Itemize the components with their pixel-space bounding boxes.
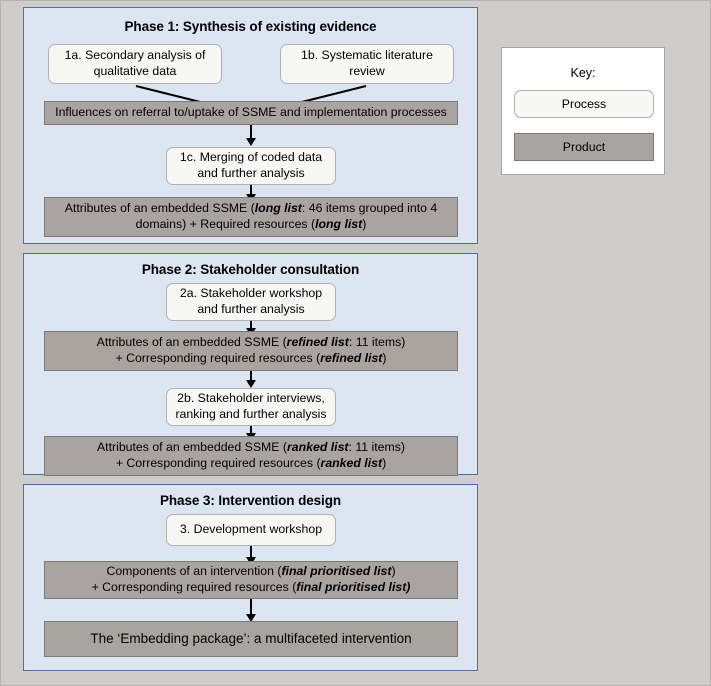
arrow-2a-to-refined bbox=[250, 321, 252, 331]
phase-3-title: Phase 3: Intervention design bbox=[160, 493, 341, 508]
arrow-refined-to-2b bbox=[250, 371, 252, 383]
arrow-refined-to-2b-head-icon bbox=[246, 380, 256, 388]
node-attributes-refined-list-product[interactable]: Attributes of an embedded SSME (refined … bbox=[44, 331, 458, 371]
arrow-influences-to-1c-head-icon bbox=[246, 138, 256, 146]
key-legend-box: Key: Process Product bbox=[501, 47, 665, 175]
key-swatch-process: Process bbox=[514, 90, 654, 118]
node-attributes-ranked-list-label: Attributes of an embedded SSME (ranked l… bbox=[96, 440, 406, 470]
arrow-1c-to-attributes bbox=[250, 185, 252, 197]
node-2a-label: 2a. Stakeholder workshop and further ana… bbox=[179, 286, 323, 316]
arrow-3-to-components bbox=[250, 546, 252, 560]
node-1b-label: 1b. Systematic literature review bbox=[301, 48, 433, 78]
node-3-development-workshop[interactable]: 3. Development workshop bbox=[166, 514, 336, 546]
phase-1-container: Phase 1: Synthesis of existing evidence … bbox=[23, 7, 478, 244]
node-attributes-long-list-label: Attributes of an embedded SSME (long lis… bbox=[64, 201, 438, 231]
arrow-components-to-package bbox=[250, 599, 252, 617]
key-swatch-product: Product bbox=[514, 133, 654, 161]
node-embedding-package-product[interactable]: The ‘Embedding package’: a multifaceted … bbox=[44, 621, 458, 657]
node-2b-label: 2b. Stakeholder interviews, ranking and … bbox=[175, 391, 327, 421]
node-1a-secondary-analysis[interactable]: 1a. Secondary analysis of qualitative da… bbox=[48, 44, 222, 84]
arrow-components-to-package-head-icon bbox=[246, 614, 256, 622]
key-swatch-product-label: Product bbox=[562, 140, 606, 154]
node-2b-stakeholder-interviews[interactable]: 2b. Stakeholder interviews, ranking and … bbox=[166, 388, 336, 426]
key-title: Key: bbox=[570, 66, 596, 80]
node-3-label: 3. Development workshop bbox=[179, 522, 323, 537]
phase-1-title: Phase 1: Synthesis of existing evidence bbox=[124, 19, 377, 34]
node-influences-product[interactable]: Influences on referral to/uptake of SSME… bbox=[44, 101, 458, 125]
node-1a-label: 1a. Secondary analysis of qualitative da… bbox=[64, 48, 206, 78]
node-1c-merging[interactable]: 1c. Merging of coded data and further an… bbox=[166, 147, 336, 185]
node-2a-stakeholder-workshop[interactable]: 2a. Stakeholder workshop and further ana… bbox=[166, 283, 336, 321]
phase-3-container: Phase 3: Intervention design 3. Developm… bbox=[23, 484, 478, 671]
arrow-2b-to-ranked bbox=[250, 426, 252, 436]
phase-2-title: Phase 2: Stakeholder consultation bbox=[141, 262, 360, 277]
phase-2-container: Phase 2: Stakeholder consultation 2a. St… bbox=[23, 253, 478, 476]
node-1c-label: 1c. Merging of coded data and further an… bbox=[179, 150, 323, 180]
node-influences-label: Influences on referral to/uptake of SSME… bbox=[55, 105, 447, 120]
arrow-influences-to-1c bbox=[250, 125, 252, 141]
node-1b-systematic-review[interactable]: 1b. Systematic literature review bbox=[280, 44, 454, 84]
node-attributes-refined-list-label: Attributes of an embedded SSME (refined … bbox=[96, 335, 406, 365]
node-components-intervention-product[interactable]: Components of an intervention (final pri… bbox=[44, 561, 458, 599]
key-swatch-process-label: Process bbox=[561, 97, 607, 111]
node-attributes-ranked-list-product[interactable]: Attributes of an embedded SSME (ranked l… bbox=[44, 436, 458, 476]
node-embedding-package-label: The ‘Embedding package’: a multifaceted … bbox=[90, 631, 412, 647]
node-components-intervention-label: Components of an intervention (final pri… bbox=[91, 564, 411, 594]
node-attributes-long-list-product[interactable]: Attributes of an embedded SSME (long lis… bbox=[44, 197, 458, 237]
